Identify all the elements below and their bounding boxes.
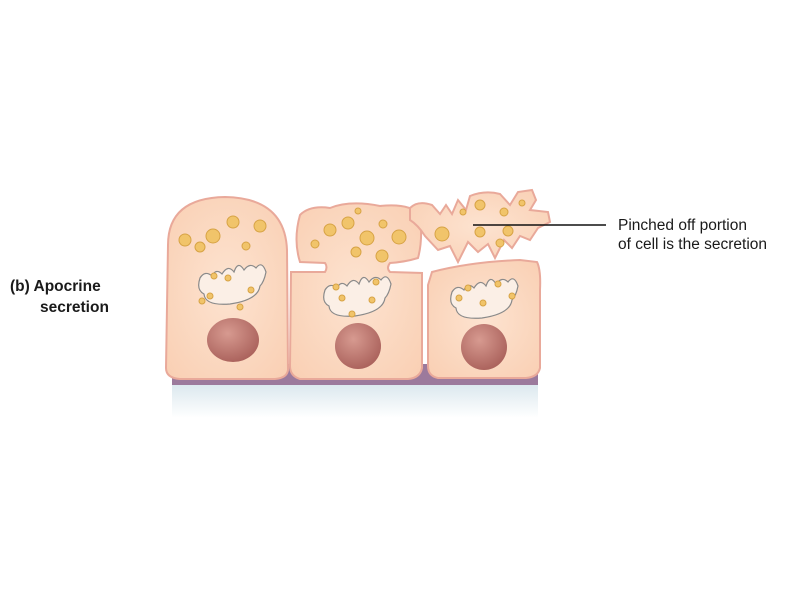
connective-tissue bbox=[172, 384, 538, 418]
cell-2 bbox=[288, 202, 423, 380]
nucleus bbox=[461, 324, 507, 370]
panel-label-line2: secretion bbox=[40, 299, 109, 316]
panel-label: (b) Apocrine bbox=[10, 278, 101, 295]
callout-label-line1: Pinched off portion bbox=[618, 217, 747, 234]
nucleus bbox=[335, 323, 381, 369]
secretion-fragment bbox=[409, 188, 552, 265]
secretory-granules bbox=[178, 199, 526, 318]
cell-3 bbox=[427, 258, 542, 379]
nucleus bbox=[207, 318, 259, 362]
cell-1 bbox=[164, 195, 290, 380]
callout-label-line2: of cell is the secretion bbox=[618, 236, 768, 253]
